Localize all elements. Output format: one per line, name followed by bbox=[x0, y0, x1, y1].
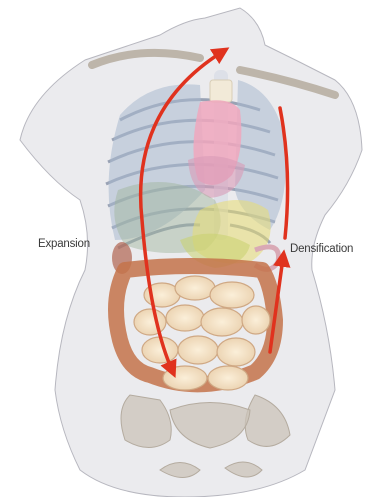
trachea bbox=[210, 80, 232, 102]
densification-label: Densification bbox=[290, 243, 353, 255]
expansion-label: Expansion bbox=[38, 238, 90, 250]
